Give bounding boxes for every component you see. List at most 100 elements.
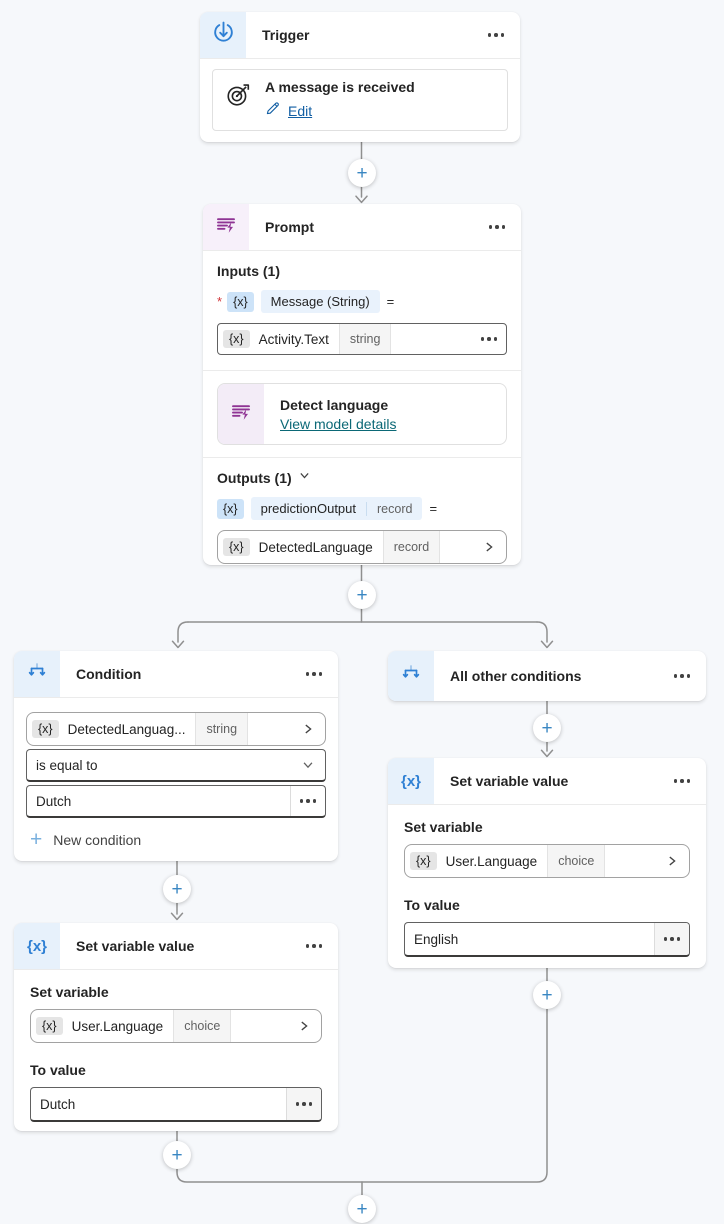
- more-options-button[interactable]: [304, 668, 325, 680]
- header-divider: [200, 58, 520, 59]
- set-variable-label: Set variable: [404, 819, 483, 835]
- condition-card[interactable]: Condition {x} DetectedLanguag... string …: [14, 651, 338, 861]
- more-options-button[interactable]: [672, 670, 693, 682]
- condition-body: {x} DetectedLanguag... string is equal t…: [14, 698, 338, 861]
- trigger-card-header: Trigger: [200, 12, 520, 58]
- variable-icon-tile: {x}: [388, 758, 434, 804]
- message-value-field[interactable]: {x} Activity.Text string: [217, 323, 507, 355]
- insert-node-button[interactable]: +: [348, 1195, 376, 1223]
- more-options-button[interactable]: [487, 221, 508, 233]
- outputs-toggle[interactable]: Outputs (1): [217, 469, 507, 487]
- input-name-label: Message (String): [270, 294, 370, 309]
- set-variable-body: Set variable {x} User.Language choice To…: [388, 805, 706, 968]
- variable-picker-field[interactable]: {x} User.Language choice: [404, 844, 690, 878]
- condition-icon-tile: [388, 651, 434, 701]
- input-name-pill[interactable]: Message (String): [260, 290, 380, 313]
- model-name: Detect language: [280, 396, 389, 413]
- field-more-button[interactable]: [290, 786, 325, 816]
- model-card[interactable]: Detect language View model details: [217, 383, 507, 445]
- variable-chip: {x}: [223, 538, 250, 556]
- condition-operator-select[interactable]: is equal to: [26, 749, 326, 782]
- field-more-button[interactable]: [472, 324, 506, 354]
- insert-node-button[interactable]: +: [533, 714, 561, 742]
- new-condition-button[interactable]: + New condition: [30, 828, 322, 851]
- trigger-card-title: Trigger: [262, 27, 310, 43]
- insert-node-button[interactable]: +: [348, 581, 376, 609]
- field-value: Dutch: [36, 793, 72, 809]
- field-value: User.Language: [445, 853, 538, 869]
- output-name-pill[interactable]: predictionOutput record: [250, 497, 423, 520]
- set-variable-label: Set variable: [30, 984, 109, 1000]
- trigger-icon-tile: [200, 12, 246, 58]
- field-type-tag: string: [195, 713, 249, 745]
- to-value-input[interactable]: English: [404, 922, 690, 957]
- to-value-label: To value: [30, 1062, 86, 1078]
- prompt-outputs-section: Outputs (1) {x} predictionOutput record …: [203, 458, 521, 565]
- branch-icon: [399, 662, 423, 691]
- variable-icon-tile: {x}: [14, 923, 60, 969]
- set-variable-header: {x} Set variable value: [14, 923, 338, 969]
- insert-node-button[interactable]: +: [533, 981, 561, 1009]
- field-type-tag: record: [382, 531, 441, 563]
- to-value-input[interactable]: Dutch: [30, 1087, 322, 1122]
- set-variable-header: {x} Set variable value: [388, 758, 706, 804]
- chevron-right-icon[interactable]: [655, 845, 689, 877]
- set-variable-title: Set variable value: [450, 773, 569, 789]
- outputs-label: Outputs (1): [217, 470, 292, 486]
- prompt-card-title: Prompt: [265, 219, 314, 235]
- field-type-tag: choice: [547, 845, 606, 877]
- inputs-label: Inputs (1): [217, 263, 280, 279]
- field-value: DetectedLanguage: [258, 539, 373, 555]
- equals-sign: =: [429, 501, 438, 516]
- insert-node-button[interactable]: +: [348, 159, 376, 187]
- model-icon-tile: [218, 384, 264, 444]
- selected-operator: is equal to: [36, 757, 98, 773]
- all-other-conditions-card[interactable]: All other conditions: [388, 651, 706, 701]
- chevron-right-icon[interactable]: [287, 1010, 321, 1042]
- output-type-tag: record: [366, 501, 412, 516]
- view-model-details-link[interactable]: View model details: [280, 415, 397, 432]
- insert-node-button[interactable]: +: [163, 875, 191, 903]
- field-type-tag: choice: [173, 1010, 232, 1042]
- variable-picker-field[interactable]: {x} User.Language choice: [30, 1009, 322, 1043]
- prompt-card[interactable]: Prompt Inputs (1) * {x} Message (String)…: [203, 204, 521, 565]
- set-variable-card-right[interactable]: {x} Set variable value Set variable {x} …: [388, 758, 706, 968]
- prompt-card-header: Prompt: [203, 204, 521, 250]
- header-divider: [203, 250, 521, 251]
- trigger-card[interactable]: Trigger A message is received: [200, 12, 520, 142]
- trigger-item[interactable]: A message is received Edit: [212, 69, 508, 131]
- edit-link[interactable]: Edit: [288, 102, 313, 119]
- branch-icon: [25, 660, 49, 689]
- condition-card-header: Condition: [14, 651, 338, 697]
- equals-sign: =: [386, 294, 395, 309]
- plus-icon: +: [30, 828, 43, 851]
- all-other-conditions-title: All other conditions: [450, 668, 582, 684]
- set-variable-card-left[interactable]: {x} Set variable value Set variable {x} …: [14, 923, 338, 1131]
- prompt-icon: [214, 213, 238, 242]
- insert-node-button[interactable]: +: [163, 1141, 191, 1169]
- field-value: Activity.Text: [258, 331, 329, 347]
- chevron-right-icon[interactable]: [472, 531, 506, 563]
- more-icon: [294, 1098, 315, 1110]
- prompt-icon-tile: [203, 204, 249, 250]
- chevron-right-icon[interactable]: [291, 713, 325, 745]
- more-icon: [479, 333, 500, 345]
- field-type-tag: string: [338, 324, 392, 354]
- more-options-button[interactable]: [304, 940, 325, 952]
- condition-operand-field[interactable]: {x} DetectedLanguag... string: [26, 712, 326, 746]
- field-value: English: [414, 931, 459, 947]
- more-options-button[interactable]: [486, 29, 507, 41]
- field-more-button[interactable]: [286, 1088, 321, 1120]
- input-pill-row: * {x} Message (String) =: [217, 290, 507, 313]
- output-value-field[interactable]: {x} DetectedLanguage record: [217, 530, 507, 564]
- variable-icon: {x}: [26, 937, 48, 955]
- variable-chip: {x}: [32, 720, 59, 738]
- field-more-button[interactable]: [654, 923, 689, 955]
- variable-chip: {x}: [227, 291, 254, 312]
- more-options-button[interactable]: [672, 775, 693, 787]
- trigger-icon: [211, 20, 236, 50]
- prompt-model-icon: [229, 400, 253, 429]
- condition-value-input[interactable]: Dutch: [26, 785, 326, 818]
